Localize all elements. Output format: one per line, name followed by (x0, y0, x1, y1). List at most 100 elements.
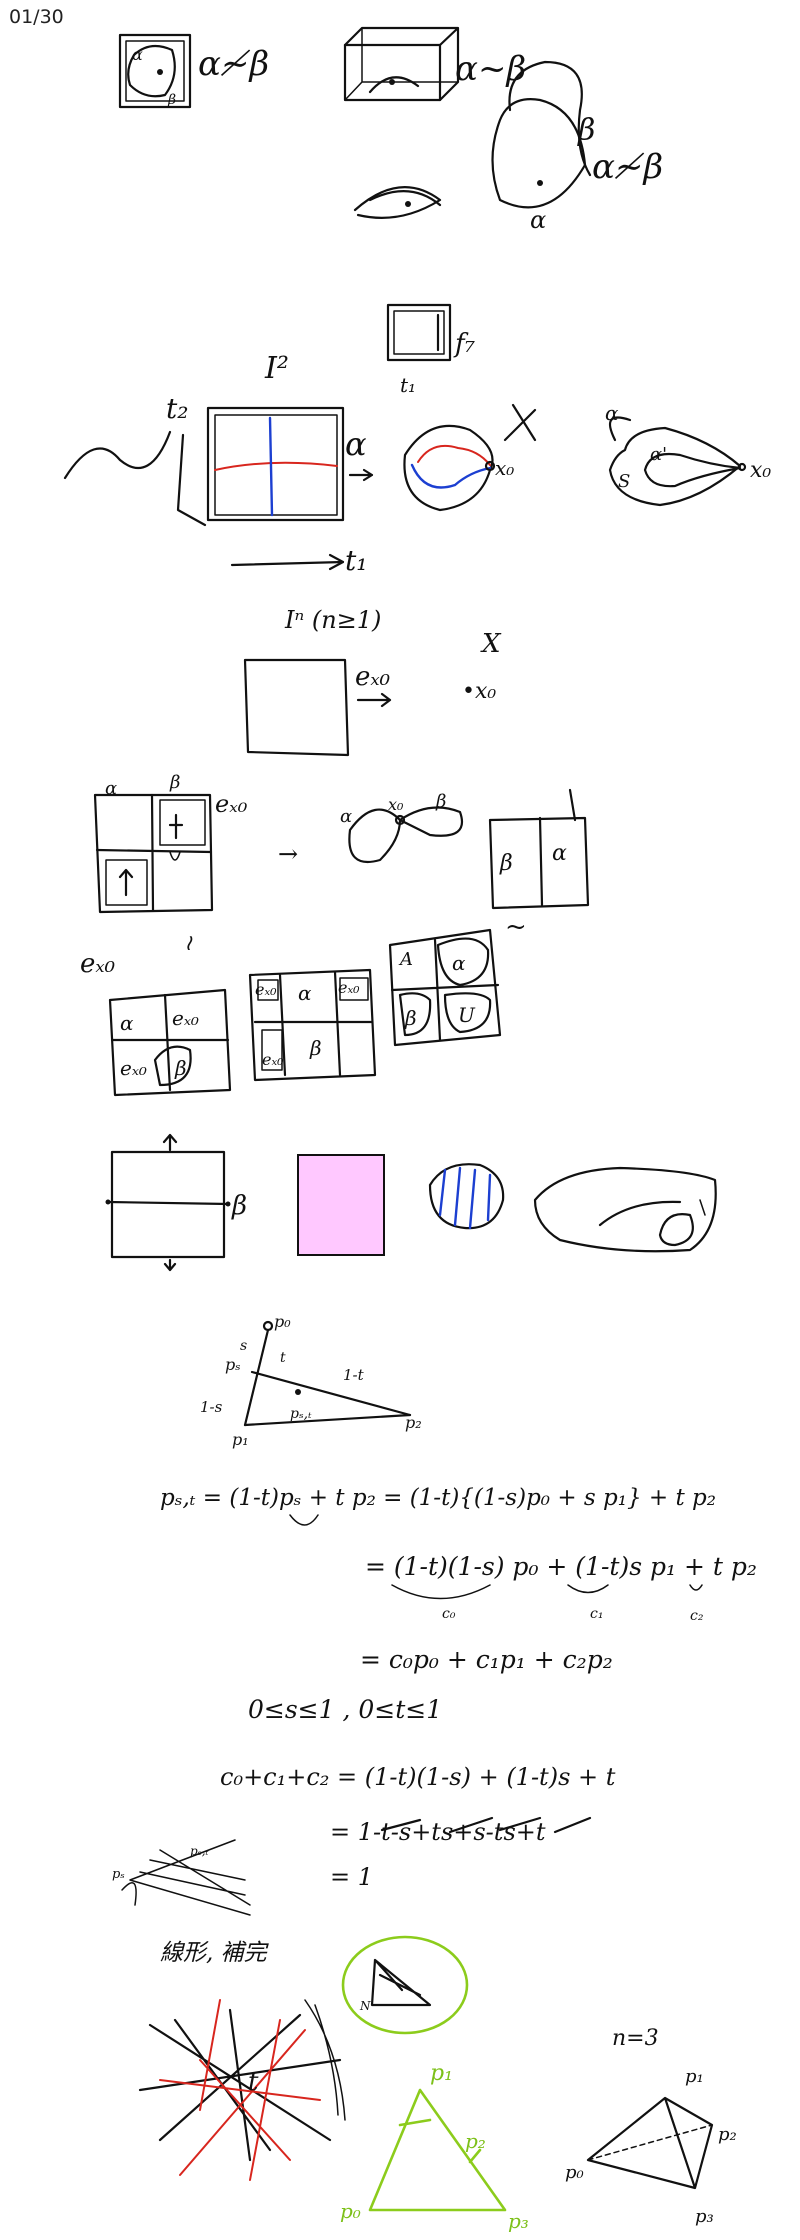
relation-sim: α~β (455, 49, 526, 89)
relation-not-sim-1: α≁β (198, 44, 269, 84)
alpha-map-label: α (345, 425, 367, 463)
box-alpha: α (552, 841, 567, 866)
c2-d: eₓ₀ (262, 1050, 284, 1069)
pink-square (297, 1154, 385, 1256)
fig8-x0: x₀ (388, 795, 404, 814)
fan-pst: pₛ,ₜ (190, 1844, 209, 1858)
eq-5: c₀+c₁+c₂ = (1-t)(1-s) + (1-t)s + t (220, 1763, 616, 1791)
fig8-beta: β (435, 791, 446, 812)
eq-2: = (1-t)(1-s) p₀ + (1-t)s p₁ + t p₂ (365, 1552, 757, 1581)
cell-diagram-1: α eₓ₀ eₓ₀ β (108, 988, 232, 1097)
c1-label: c₁ (590, 1606, 603, 1622)
linear-interpolation-note: 線形, 補完 (160, 1940, 270, 1966)
green-p1: p₁ (430, 2061, 453, 2086)
beta-label: β (167, 92, 176, 108)
green-p0: p₀ (340, 2199, 361, 2223)
page-counter: 01/30 (9, 6, 64, 28)
triangle-figure: p₀ pₛ s t 1-s 1-t pₛ,ₜ p₁ p₂ (200, 1312, 422, 1449)
relation-not-sim-2: α≁β (592, 147, 663, 187)
c3-c: β (404, 1006, 417, 1030)
approx-mark: ≀ (184, 931, 193, 956)
eq-3: = c₀p₀ + c₁p₁ + c₂p₂ (360, 1645, 613, 1674)
small-box-f: f₇ t₁ (386, 303, 476, 397)
fan-ps: pₛ (112, 1867, 125, 1882)
c2-label: c₂ (690, 1608, 704, 1624)
in-label: Iⁿ (n≥1) (284, 606, 381, 634)
alpha-prime-label: α' (650, 444, 667, 465)
t1-label: t₁ (345, 544, 367, 577)
c2-c: eₓ₀ (338, 978, 360, 997)
tri-1s: 1-s (200, 1398, 223, 1416)
red-black-sketch: t (138, 1999, 346, 2181)
n3-label: n=3 (612, 2026, 659, 2051)
example-not-homotopic-square: α β (118, 33, 192, 109)
example-two-loops: β α (491, 60, 595, 234)
blue-hatched-disk (428, 1163, 505, 1230)
x0-label-2: x₀ (750, 458, 771, 483)
grid-e-top: eₓ₀ (215, 790, 248, 818)
tri-pst: pₛ,ₜ (290, 1406, 312, 1422)
c2-a: eₓ₀ (255, 980, 277, 999)
tri-1t: 1-t (343, 1366, 365, 1384)
map-arrow: → (278, 840, 298, 868)
fig8-alpha: α (340, 806, 352, 827)
eq-6: = 1-t-s+ts+s-ts+t (330, 1818, 546, 1846)
alpha-outer-label: α (605, 401, 619, 425)
tri-p1: p₁ (232, 1430, 249, 1449)
svg-text:N: N (359, 1999, 371, 2013)
cell-diagram-2: eₓ₀ α eₓ₀ eₓ₀ β (248, 968, 377, 1082)
green-circled-triangle: N (341, 1935, 469, 2035)
figure-eight: α x₀ β (340, 791, 463, 864)
grid-beta: β (169, 772, 180, 793)
band-beta: β (231, 1191, 247, 1221)
e-x0-label: eₓ₀ (355, 662, 391, 692)
example-homotopic-cube (343, 26, 460, 102)
green-triangle: p₁ p₂ p₀ p₃ (340, 2061, 529, 2233)
fan-sketch: pₛ pₛ,ₜ (112, 1839, 251, 1916)
t2-label: t₂ (166, 392, 188, 425)
cell-diagram-3: A α β U (388, 928, 502, 1047)
beta-alpha-square: β α (488, 788, 590, 910)
c2-e: β (309, 1036, 322, 1060)
tet-p3: p₃ (695, 2206, 714, 2227)
unit-square-diagram: t₁ α (63, 406, 374, 577)
t1-small-label: t₁ (400, 373, 416, 397)
grid-alpha: α (105, 778, 117, 799)
c2-b: α (298, 981, 312, 1005)
tri-s: s (240, 1338, 247, 1354)
c1-c: eₓ₀ (120, 1056, 147, 1080)
box-beta: β (499, 851, 513, 876)
svg-text:t: t (248, 2067, 259, 2097)
alpha-label-2: α (530, 206, 546, 234)
tri-t: t (280, 1350, 286, 1366)
green-p3: p₃ (508, 2209, 529, 2233)
c1-a: α (120, 1011, 134, 1035)
in-cube: eₓ₀ (243, 658, 392, 757)
tetrahedron: n=3 p₁ p₂ p₀ p₃ (565, 2026, 737, 2227)
sim-mark: ~ (505, 912, 527, 942)
x0-label: x₀ (495, 456, 514, 480)
tri-p0: p₀ (274, 1312, 291, 1331)
tet-p1: p₁ (685, 2066, 704, 2087)
c3-a: A (398, 949, 413, 970)
grid-composition: α β eₓ₀ eₓ₀ (80, 772, 248, 979)
c1-d: β (174, 1056, 187, 1080)
eq-7: = 1 (330, 1863, 373, 1891)
c1-b: eₓ₀ (172, 1006, 199, 1030)
c3-b: α (452, 951, 466, 975)
tet-p0: p₀ (565, 2162, 584, 2183)
beta-label-2: β (577, 113, 595, 148)
f-label: f₇ (453, 329, 476, 359)
eq-4: 0≤s≤1 , 0≤t≤1 (248, 1695, 442, 1724)
green-p2: p₂ (465, 2129, 486, 2153)
loop-deformation: α α' S x₀ (605, 401, 771, 507)
x0-point-label: •x₀ (462, 679, 496, 704)
X-label-2: X (480, 629, 502, 659)
tet-p2: p₂ (718, 2124, 737, 2145)
loop-in-space-x: x₀ (403, 403, 537, 512)
surface-with-handle (533, 1166, 717, 1253)
s-label: S (618, 471, 630, 492)
tri-ps: pₛ (225, 1355, 241, 1374)
alpha-label: α (132, 45, 143, 64)
